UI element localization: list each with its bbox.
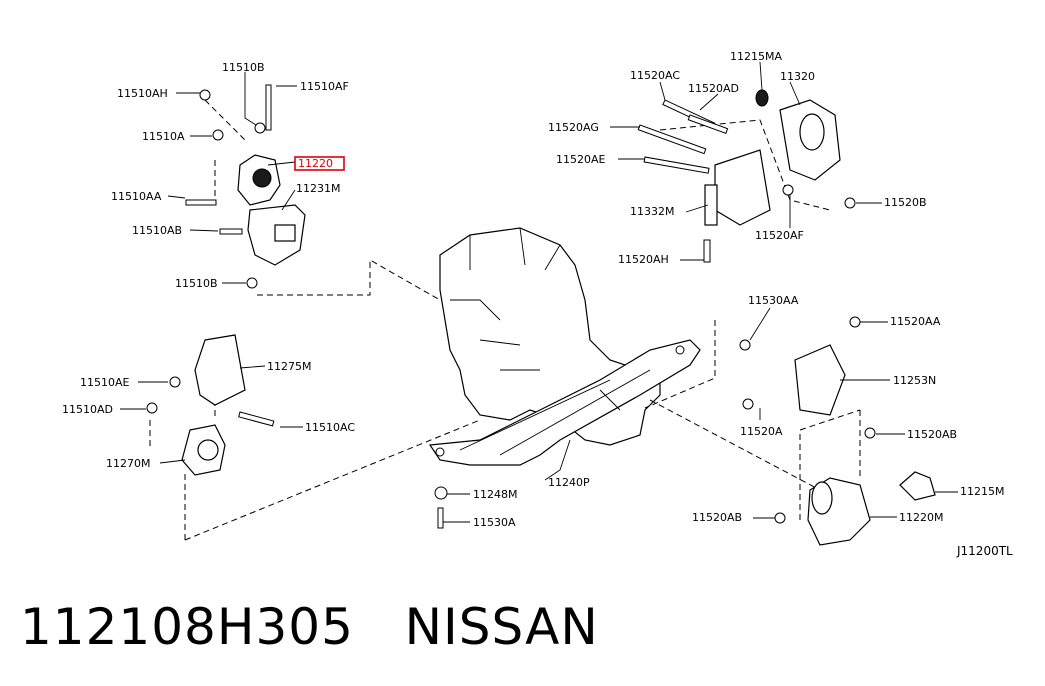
label-11520AF: 11520AF [755,229,804,242]
label-11510AH: 11510AH [117,87,168,100]
label-11530A: 11530A [473,516,516,529]
crossmember-11240P [428,339,701,466]
label-11231M: 11231M [296,182,340,195]
label-11215M: 11215M [960,485,1004,498]
label-11510AD: 11510AD [62,403,113,416]
label-11220: 11220 [298,157,333,170]
bracket-11275M [194,334,246,406]
label-11510AE: 11510AE [80,376,130,389]
label-11270M: 11270M [106,457,150,470]
footer-caption: 112108H305 NISSAN [20,598,599,656]
label-11275M: 11275M [267,360,311,373]
label-11520AH: 11520AH [618,253,669,266]
highlight-box [294,156,345,171]
label-11510AA: 11510AA [111,190,162,203]
label-11215MA: 11215MA [730,50,782,63]
label-11240P: 11240P [548,476,590,489]
mount-11220M [739,316,936,546]
diagram-code: J11200TL [956,544,1013,558]
label-11520AE: 11520AE [556,153,606,166]
stopper-11215M [899,471,936,501]
part-number: 112108H305 [20,598,354,656]
mount-11220 [185,84,306,289]
engine-mount-diagram: 11510B 11510AH 11510AF 11510A 11220 1123… [62,50,1013,558]
label-11332M: 11332M [630,205,674,218]
label-11248M: 11248M [473,488,517,501]
label-11510AB: 11510AB [132,224,182,237]
label-11520A: 11520A [740,425,783,438]
label-11530AA: 11530AA [748,294,799,307]
label-11520B: 11520B [884,196,927,209]
part-labels: 11510B 11510AH 11510AF 11510A 11220 1123… [62,50,1013,558]
bracket-11332M [714,149,771,226]
label-11520AB-left: 11520AB [692,511,742,524]
leader-lines [120,61,958,523]
brand-name: NISSAN [404,598,599,656]
label-11253N: 11253N [893,374,936,387]
label-11520AB-right: 11520AB [907,428,957,441]
label-11510B-top: 11510B [222,61,265,74]
lower-bolts [434,486,448,529]
label-11320: 11320 [780,70,815,83]
label-11510A: 11510A [142,130,185,143]
label-11510AC: 11510AC [305,421,355,434]
label-11520AG: 11520AG [548,121,599,134]
bracket-11253N [794,344,846,416]
label-11520AC: 11520AC [630,69,680,82]
label-11510AF: 11510AF [300,80,349,93]
label-11510B-bottom: 11510B [175,277,218,290]
label-11520AD: 11520AD [688,82,739,95]
label-11520AA: 11520AA [890,315,941,328]
mount-11320 [637,89,856,263]
label-11220M: 11220M [899,511,943,524]
mount-11270M [146,334,275,476]
